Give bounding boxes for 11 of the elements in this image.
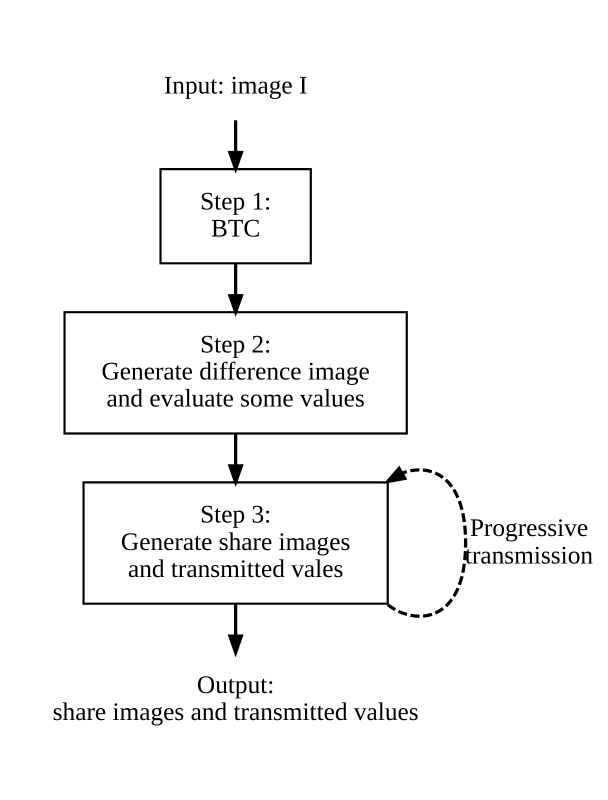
arrow bbox=[383, 466, 468, 618]
node-text: Input: image I bbox=[164, 71, 308, 100]
arrow bbox=[228, 434, 244, 488]
arrow bbox=[228, 604, 244, 658]
arrow bbox=[228, 264, 244, 318]
node-box: Step 2: Generate difference image and evaluate some values bbox=[63, 311, 408, 435]
node-box: Step 1: BTC bbox=[159, 168, 312, 264]
edge-label: Progressive transmission bbox=[464, 514, 594, 570]
node-box: Step 3: Generate share images and transmitted vales bbox=[82, 481, 389, 605]
node-text: Output: share images and transmitted values bbox=[52, 670, 419, 726]
arrow bbox=[228, 120, 244, 174]
